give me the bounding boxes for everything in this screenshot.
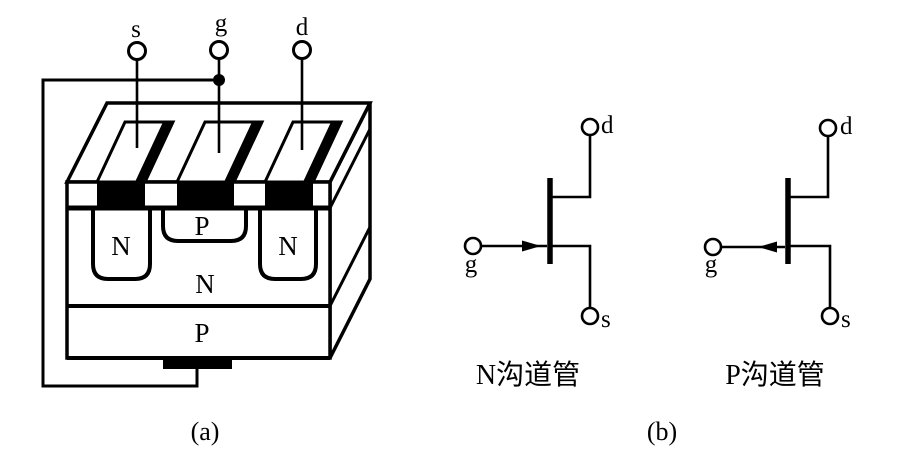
nchannel-gate-label: g [465,251,478,278]
region-label-right-well: N [278,231,298,261]
gate-substrate-wire [41,78,219,388]
nchannel-drain-label: d [601,112,614,139]
pchannel-drain-label: d [840,113,853,140]
pchannel-drain-lead [788,136,830,199]
panel-b: d s g N沟道管 d s g P沟道管 (b) [463,112,853,446]
pchannel-source-lead [788,244,832,308]
nchannel-gate-node [463,236,483,256]
contact-block-source [97,182,145,207]
right-face-oxide-edge [328,128,372,209]
right-face-junction-edge [328,226,372,307]
region-label-left-well: N [111,231,131,261]
contact-block-drain [265,182,313,207]
nchannel-source-label: s [601,306,611,333]
metal-pad-drain [262,120,344,184]
terminal-source-label: s [131,16,141,43]
p-well-top [161,208,248,243]
caption-b: (b) [647,417,677,446]
nchannel-gate-arrow-right-icon [522,240,541,252]
pchannel-gate-node [703,237,723,257]
substrate-contact [163,357,232,369]
caption-a: (a) [191,417,220,446]
terminal-gate-label: g [215,10,228,37]
pchannel-gate-arrow-left-icon [758,241,777,253]
gate-junction-dot [213,74,225,86]
contact-block-gate [177,182,234,207]
region-label-top-well: P [194,211,209,241]
pchannel-gate-label: g [705,251,718,278]
nchannel-source-node [580,306,600,326]
pchannel-drain-node [818,118,838,138]
pchannel-source-node [820,306,840,326]
nchannel-name: N沟道管 [476,359,580,391]
pchannel-source-label: s [841,306,851,333]
region-label-substrate: P [194,318,209,348]
terminal-source-circle [127,41,147,61]
nchannel-symbol: d s g N沟道管 [463,112,614,391]
region-label-channel-body: N [195,269,215,299]
terminal-drain-circle [292,40,312,60]
terminal-gate-circle [209,40,229,60]
n-well-right [258,208,318,281]
terminal-drain-label: d [296,14,309,41]
nchannel-drain-node [580,117,600,137]
metal-pad-source [94,120,176,184]
n-well-left [91,208,152,281]
pchannel-symbol: d s g P沟道管 [703,113,853,391]
pchannel-name: P沟道管 [725,359,825,391]
panel-a: N P N N P s g d (a) [41,10,373,446]
nchannel-drain-lead [550,135,592,199]
nchannel-source-lead [550,244,592,308]
